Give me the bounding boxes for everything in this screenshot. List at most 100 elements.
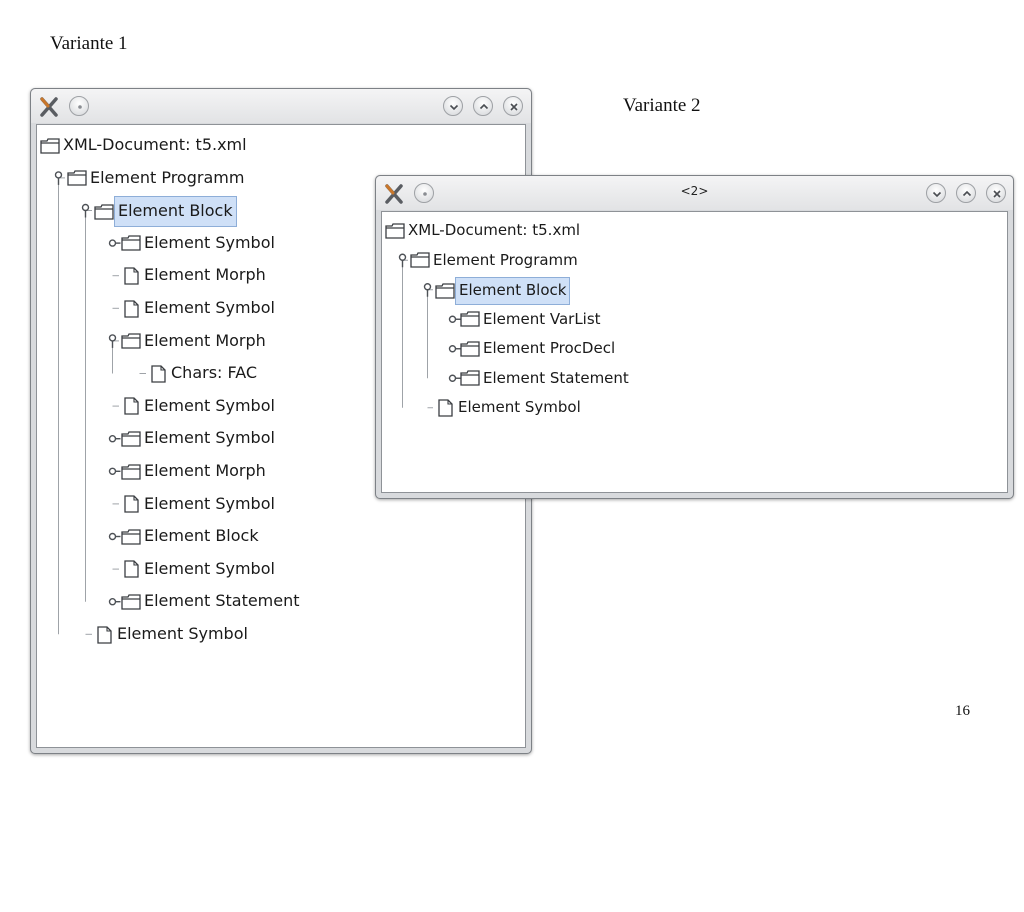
folder-icon: [410, 252, 430, 268]
folder-icon: [40, 137, 60, 154]
tree-node-label: Element Symbol: [144, 558, 275, 578]
tree-node-label: Element Symbol: [117, 624, 248, 643]
tree-node-label: Element Morph: [144, 330, 266, 350]
file-icon: [124, 299, 139, 318]
window-titlebar[interactable]: <2>: [376, 176, 1013, 210]
expanded-handle-icon[interactable]: [398, 253, 407, 268]
folder-icon: [460, 370, 480, 386]
file-icon: [124, 397, 139, 415]
folder-icon: [67, 170, 87, 186]
window-titlebar[interactable]: [31, 89, 531, 123]
tree-node[interactable]: Element Symbol: [435, 395, 584, 421]
expanded-handle-icon[interactable]: [81, 203, 90, 218]
tree-node-label: Element VarList: [483, 309, 601, 328]
collapsed-handle-icon[interactable]: [108, 435, 121, 443]
menu-dot-icon[interactable]: [69, 96, 89, 116]
tree-node-label: Element Symbol: [144, 232, 275, 252]
tree-node[interactable]: Element VarList: [460, 307, 604, 333]
collapsed-handle-icon[interactable]: [448, 374, 461, 382]
tree-node-label: Element Symbol: [144, 395, 275, 415]
folder-icon: [460, 311, 480, 327]
close-icon[interactable]: [986, 183, 1006, 203]
file-icon: [124, 560, 139, 578]
tree-node[interactable]: Element Symbol: [121, 490, 278, 519]
expanded-handle-icon[interactable]: [423, 283, 432, 297]
tree-node-label: Element Morph: [144, 265, 266, 285]
collapsed-handle-icon[interactable]: [448, 315, 461, 323]
folder-icon: [121, 463, 141, 480]
maximize-icon[interactable]: [956, 183, 976, 203]
tree-node[interactable]: XML-Document: t5.xml: [385, 218, 583, 244]
menu-dot-icon[interactable]: [414, 183, 434, 203]
minimize-icon[interactable]: [443, 96, 463, 116]
collapsed-handle-icon[interactable]: [108, 532, 121, 541]
tree-node[interactable]: Element Morph: [121, 261, 269, 290]
folder-icon: [121, 529, 141, 545]
folder-icon: [94, 204, 114, 220]
file-icon: [124, 267, 139, 285]
tree-node-label: Element Programm: [433, 250, 578, 269]
maximize-icon[interactable]: [473, 96, 493, 116]
file-icon: [97, 625, 112, 644]
folder-icon: [121, 235, 141, 251]
tree-node-label: Element Symbol: [144, 428, 275, 448]
tree-node-label: Element Block: [144, 526, 259, 546]
minimize-icon[interactable]: [926, 183, 946, 203]
collapsed-handle-icon[interactable]: [108, 467, 121, 475]
tree-node[interactable]: Chars: FAC: [148, 359, 260, 388]
tree-node-label: Element ProcDecl: [483, 339, 616, 357]
folder-icon: [385, 222, 405, 239]
folder-icon: [121, 594, 141, 610]
tree-node-label: Element Statement: [144, 591, 300, 611]
window-title: <2>: [680, 184, 709, 198]
folder-icon: [460, 340, 480, 357]
tree-node-label: Element Symbol: [144, 493, 275, 513]
tree-node-label: Element Block: [455, 277, 571, 305]
tree-node[interactable]: Element Block: [94, 196, 237, 227]
expanded-handle-icon[interactable]: [54, 171, 63, 185]
tree-node[interactable]: XML-Document: t5.xml: [40, 131, 250, 160]
tree-node-label: XML-Document: t5.xml: [63, 135, 247, 154]
tree-node[interactable]: Element Symbol: [121, 392, 278, 421]
collapsed-handle-icon[interactable]: [448, 345, 461, 353]
folder-icon: [121, 333, 141, 349]
tree-node-label: Element Programm: [90, 167, 245, 187]
tree-node-label: XML-Document: t5.xml: [408, 221, 581, 239]
tree-node[interactable]: Element Statement: [121, 587, 303, 616]
file-icon: [124, 495, 139, 513]
tree-node-label: Element Statement: [483, 368, 629, 387]
collapsed-handle-icon[interactable]: [108, 598, 121, 606]
tree-node-label: Element Symbol: [144, 298, 275, 317]
tree-node[interactable]: Element Symbol: [121, 424, 278, 453]
folder-icon: [121, 431, 141, 447]
tree-node[interactable]: Element Statement: [460, 366, 632, 392]
tree-node[interactable]: Element Block: [121, 522, 262, 551]
file-icon: [151, 365, 166, 383]
tree-node-label: Element Symbol: [458, 398, 581, 416]
app-x-icon[interactable]: [383, 183, 405, 205]
folder-icon: [435, 282, 455, 299]
file-icon: [438, 398, 453, 417]
tree-node[interactable]: Element Morph: [121, 457, 269, 486]
tree-node-label: Element Morph: [144, 461, 266, 480]
expanded-handle-icon[interactable]: [108, 334, 117, 348]
tree-node-label: Chars: FAC: [171, 363, 258, 383]
caption-variante-1: Variante 1: [50, 33, 128, 54]
page-number: 16: [955, 703, 970, 719]
tree-node[interactable]: Element Programm: [67, 164, 247, 193]
close-icon[interactable]: [503, 96, 523, 116]
tree-node[interactable]: Element Symbol: [121, 555, 278, 584]
tree-node[interactable]: Element Symbol: [121, 294, 278, 323]
tree-node[interactable]: Element Symbol: [121, 229, 278, 258]
tree-node[interactable]: Element ProcDecl: [460, 336, 618, 362]
tree-node[interactable]: Element Symbol: [94, 620, 251, 649]
tree-node[interactable]: Element Morph: [121, 327, 269, 356]
tree-node[interactable]: Element Programm: [410, 248, 581, 274]
collapsed-handle-icon[interactable]: [108, 239, 121, 247]
app-x-icon[interactable]: [38, 96, 60, 118]
tree-node[interactable]: Element Block: [435, 277, 571, 305]
